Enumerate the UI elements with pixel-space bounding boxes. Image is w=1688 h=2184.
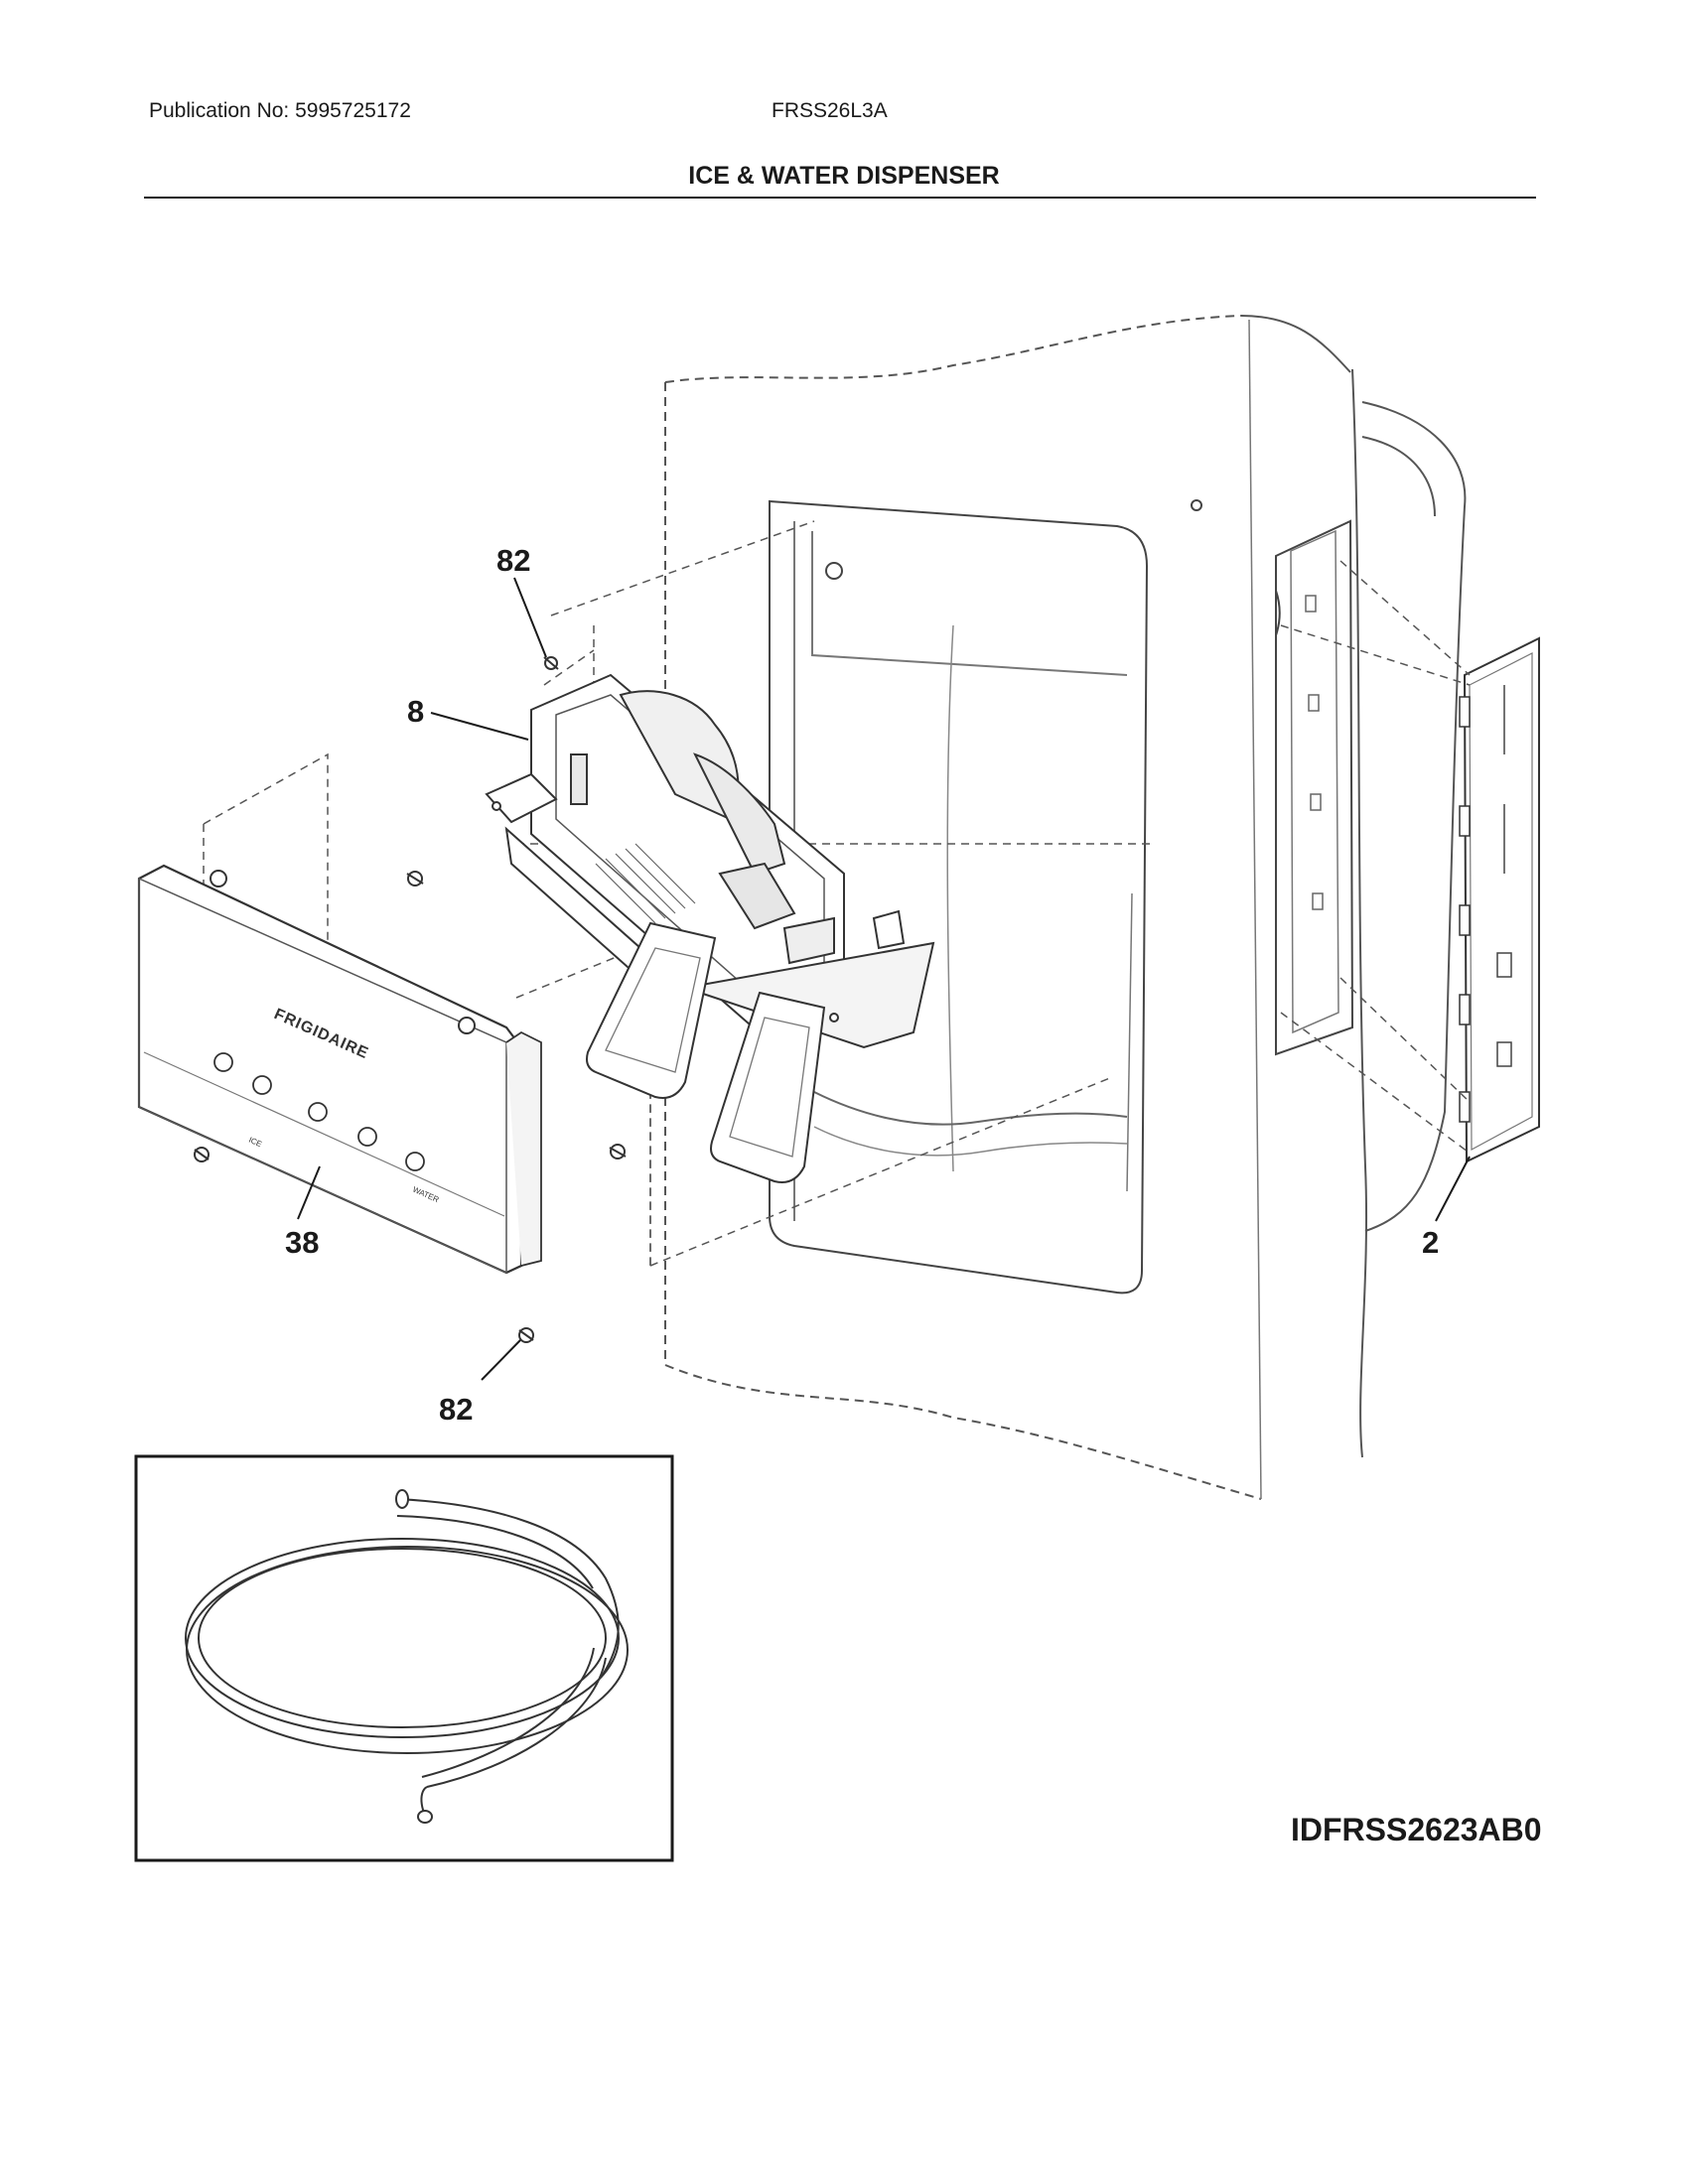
screw-icon [518, 1327, 534, 1343]
tubing-inset [134, 1454, 674, 1862]
control-panel-board [1459, 636, 1540, 1163]
dispenser-paddles [586, 921, 826, 1183]
model-number: FRSS26L3A [772, 99, 888, 122]
screw-icon [609, 1144, 627, 1160]
title-divider [144, 197, 1536, 199]
dispenser-front-cover: FRIGIDAIRE ICE WATER [137, 864, 542, 1275]
dispenser-bracket [485, 673, 935, 1049]
callout-control-panel: 2 [1422, 1225, 1439, 1260]
callout-bracket: 8 [407, 694, 424, 729]
page-title: ICE & WATER DISPENSER [688, 162, 1000, 190]
panel-tabs [1459, 696, 1471, 1123]
publication-number: Publication No: 5995725172 [149, 99, 411, 122]
assembly-leaders [203, 520, 1471, 1267]
callout-screw-top: 82 [496, 543, 530, 578]
callout-cover: 38 [285, 1225, 319, 1260]
control-panel-cavity [1275, 519, 1354, 1056]
screw-icon [406, 871, 424, 887]
screws [194, 656, 627, 1343]
callout-screw-bottom: 82 [439, 1392, 473, 1427]
figure-id: IDFRSS2623AB0 [1291, 1812, 1542, 1847]
screw-icon [543, 656, 559, 670]
screw-icon [194, 1147, 210, 1162]
